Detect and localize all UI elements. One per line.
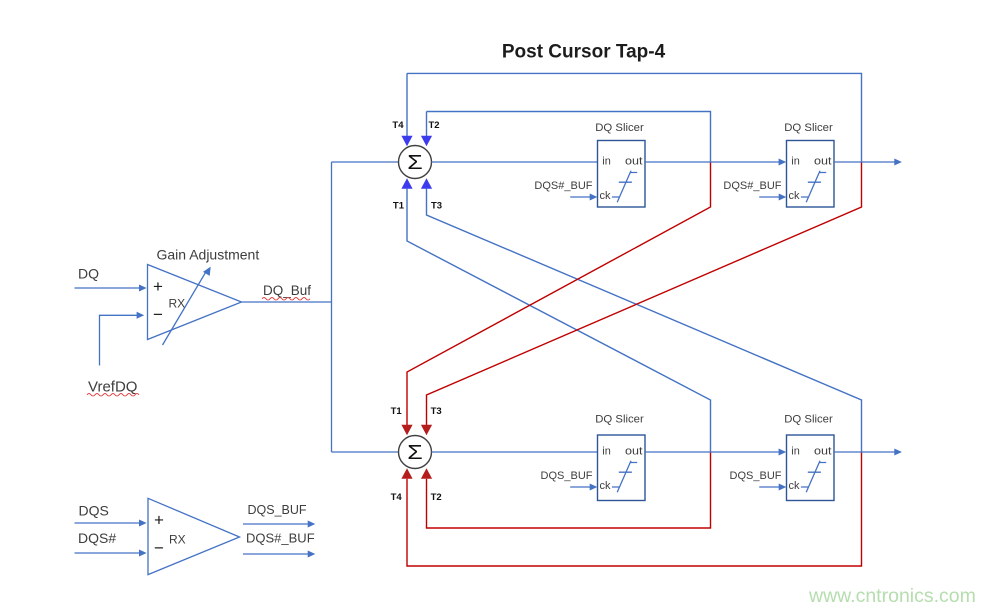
svg-text:RX: RX — [169, 533, 186, 547]
svg-text:DQS#_BUF: DQS#_BUF — [723, 180, 781, 192]
svg-text:T1: T1 — [393, 200, 405, 211]
svg-text:DQ_Buf: DQ_Buf — [263, 283, 311, 298]
svg-text:T2: T2 — [431, 492, 442, 503]
svg-text:out: out — [625, 156, 643, 168]
svg-text:DQS#: DQS# — [78, 530, 116, 546]
svg-text:T3: T3 — [431, 200, 442, 211]
svg-text:DQ: DQ — [78, 266, 99, 282]
svg-text:RX: RX — [169, 296, 186, 310]
svg-text:DQ Slicer: DQ Slicer — [784, 122, 833, 134]
svg-text:DQS_BUF: DQS_BUF — [730, 470, 782, 482]
svg-text:ck: ck — [600, 190, 612, 202]
svg-text:+: + — [153, 277, 163, 296]
svg-text:VrefDQ: VrefDQ — [88, 378, 137, 395]
svg-text:ck: ck — [600, 480, 612, 492]
svg-text:in: in — [602, 446, 611, 458]
svg-text:DQS#_BUF: DQS#_BUF — [246, 530, 315, 545]
svg-text:DQ Slicer: DQ Slicer — [595, 414, 644, 426]
svg-text:−: − — [153, 305, 163, 324]
svg-text:in: in — [602, 156, 611, 168]
svg-text:T4: T4 — [392, 120, 404, 131]
svg-text:Σ: Σ — [407, 152, 423, 174]
svg-text:Post Cursor Tap-4: Post Cursor Tap-4 — [502, 42, 666, 63]
svg-text:out: out — [814, 156, 832, 168]
svg-text:DQS_BUF: DQS_BUF — [248, 503, 307, 517]
svg-text:DQS_BUF: DQS_BUF — [541, 470, 593, 482]
svg-text:Gain Adjustment: Gain Adjustment — [157, 247, 260, 263]
svg-text:DQ Slicer: DQ Slicer — [595, 122, 644, 134]
svg-text:T1: T1 — [391, 406, 403, 417]
svg-text:T2: T2 — [429, 120, 440, 131]
svg-text:Σ: Σ — [407, 442, 423, 464]
svg-text:www.cntronics.com: www.cntronics.com — [808, 585, 976, 607]
svg-text:out: out — [625, 446, 643, 458]
svg-text:ck: ck — [789, 480, 801, 492]
svg-text:in: in — [791, 156, 800, 168]
svg-text:DQS#_BUF: DQS#_BUF — [534, 180, 592, 192]
svg-text:DQ Slicer: DQ Slicer — [784, 414, 833, 426]
svg-text:in: in — [791, 446, 800, 458]
svg-text:out: out — [814, 446, 832, 458]
svg-text:−: − — [154, 538, 164, 557]
svg-text:T4: T4 — [391, 492, 403, 503]
svg-text:T3: T3 — [431, 406, 442, 417]
svg-text:+: + — [154, 511, 164, 530]
svg-text:DQS: DQS — [79, 502, 109, 518]
svg-text:ck: ck — [789, 190, 801, 202]
